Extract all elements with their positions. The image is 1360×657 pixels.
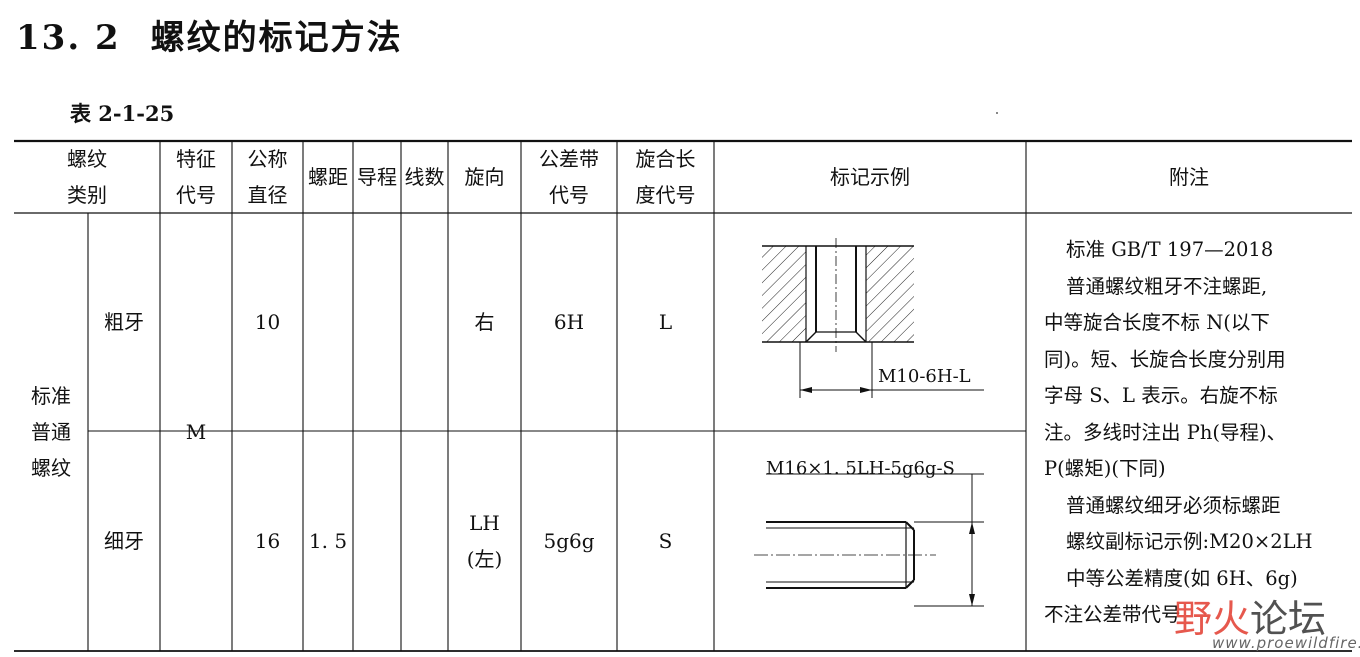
scan-speck	[996, 112, 998, 114]
thread-drawings	[754, 238, 984, 607]
header-tolerance-code: 公差带代号	[539, 147, 599, 207]
row-fine-lead	[353, 431, 401, 651]
row-coarse-tolerance: 6H	[553, 310, 585, 334]
note-line: P(螺矩)(下同)	[1044, 457, 1166, 480]
row-fine-pitch: 1. 5	[308, 529, 348, 553]
row-coarse-diameter: 10	[254, 310, 281, 334]
header-pitch: 螺距	[308, 165, 348, 189]
watermark-logo: 野火论坛	[1174, 597, 1327, 641]
example-diagrams: M10-6H-L M16×1. 5LH-5g6g-S	[714, 216, 1026, 650]
header-lead: 导程	[357, 165, 397, 189]
feature-code-cell: M	[185, 420, 207, 444]
row-coarse-type: 粗牙	[104, 310, 144, 334]
notes-text: 标准 GB/T 197—2018 普通螺纹粗牙不注螺距, 中等旋合长度不标 N(…	[1044, 232, 1344, 634]
table-caption: 表 2-1-25	[70, 101, 175, 126]
note-line: 同)。短、长旋合长度分别用	[1044, 347, 1286, 371]
row-coarse-pitch	[303, 213, 353, 431]
example-label-coarse: M10-6H-L	[878, 366, 971, 387]
row-coarse-engagement: L	[658, 310, 673, 334]
internal-thread-section	[762, 238, 984, 398]
header-example: 标记示例	[830, 165, 910, 189]
header-starts: 线数	[404, 165, 445, 189]
header-category: 螺纹类别	[67, 147, 107, 207]
row-fine-engagement: S	[658, 529, 673, 553]
section-heading: 13. 2 螺纹的标记方法	[16, 10, 403, 59]
example-label-fine: M16×1. 5LH-5g6g-S	[766, 458, 955, 479]
row-fine-direction: LH(左)	[466, 511, 503, 571]
note-line: 不注公差带代号	[1044, 603, 1181, 626]
section-title: 螺纹的标记方法	[150, 18, 403, 58]
external-thread-view	[754, 473, 984, 607]
header-engagement-code: 旋合长度代号	[635, 147, 696, 207]
note-line: 注。多线时注出 Ph(导程)、	[1044, 420, 1287, 444]
row-coarse-lead	[353, 213, 401, 431]
note-line: 中等公差精度(如 6H、6g)	[1066, 566, 1298, 590]
note-line: 螺纹副标记示例:M20×2LH	[1066, 530, 1313, 553]
note-line: 标准 GB/T 197—2018	[1066, 238, 1274, 261]
watermark-url: www.proewildfire.cn	[1212, 634, 1360, 652]
row-fine-type: 细牙	[104, 529, 144, 553]
note-line: 字母 S、L 表示。右旋不标	[1044, 384, 1278, 407]
note-line: 普通螺纹粗牙不注螺距,	[1066, 274, 1268, 298]
row-fine-starts	[401, 431, 448, 651]
group-label-standard-thread: 标准普通螺纹	[31, 384, 71, 480]
section-number: 13. 2	[16, 18, 121, 58]
note-line: 普通螺纹细牙必须标螺距	[1066, 493, 1281, 517]
row-coarse-direction: 右	[474, 310, 495, 334]
note-line: 中等旋合长度不标 N(以下	[1044, 311, 1270, 334]
header-nominal-diameter: 公称直径	[247, 147, 288, 207]
header-notes: 附注	[1169, 165, 1209, 189]
header-direction: 旋向	[464, 165, 505, 189]
row-coarse-starts	[401, 213, 448, 431]
row-fine-diameter: 16	[254, 529, 281, 553]
header-feature-code: 特征代号	[176, 147, 216, 207]
row-fine-tolerance: 5g6g	[543, 529, 595, 553]
